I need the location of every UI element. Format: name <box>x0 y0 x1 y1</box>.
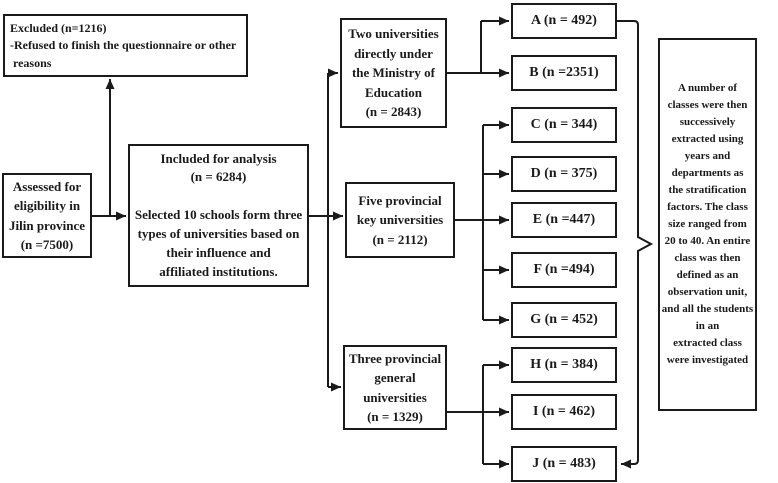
school-box-i: I (n = 462) <box>511 394 617 430</box>
school-label-i: I (n = 462) <box>532 404 596 419</box>
school-box-c: C (n = 344) <box>511 107 617 143</box>
fan-key-line <box>455 125 484 320</box>
class-extraction-note-box: A number of classes were then successive… <box>658 38 757 411</box>
excluded-box: Excluded (n=1216) -Refused to finish the… <box>3 14 248 77</box>
ministry-universities-text: Two universities directly under the Mini… <box>348 26 439 120</box>
fan-gen-line <box>447 365 484 464</box>
school-label-d: D (n = 375) <box>530 166 598 181</box>
school-box-g: G (n = 452) <box>511 302 617 338</box>
school-box-e: E (n =447) <box>511 202 617 238</box>
bracket-a-to-j <box>617 20 654 469</box>
school-box-a: A (n = 492) <box>511 3 617 39</box>
school-label-f: F (n =494) <box>533 262 595 277</box>
fan-moe-line <box>447 21 482 74</box>
class-extraction-note-text: A number of classes were then successive… <box>661 81 754 367</box>
general-universities-box: Three provincial general universities (n… <box>343 345 447 430</box>
assessed-text: Assessed for eligibility in Jilin provin… <box>9 178 85 253</box>
school-box-d: D (n = 375) <box>511 156 617 192</box>
school-label-h: H (n = 384) <box>530 357 598 372</box>
school-box-f: F (n =494) <box>511 252 617 288</box>
school-box-j: J (n = 483) <box>511 446 617 482</box>
school-label-e: E (n =447) <box>532 212 596 227</box>
ministry-universities-box: Two universities directly under the Mini… <box>340 18 447 128</box>
general-universities-text: Three provincial general universities (n… <box>348 350 442 425</box>
school-label-b: B (n =2351) <box>529 65 599 80</box>
included-text: Included for analysis (n = 6284) Selecte… <box>134 150 303 279</box>
school-label-g: G (n = 452) <box>530 312 598 327</box>
school-box-h: H (n = 384) <box>511 347 617 383</box>
included-box: Included for analysis (n = 6284) Selecte… <box>128 144 309 287</box>
school-label-j: J (n = 483) <box>532 456 596 471</box>
excluded-text: Excluded (n=1216) -Refused to finish the… <box>10 21 237 70</box>
assessed-box: Assessed for eligibility in Jilin provin… <box>2 173 92 258</box>
school-label-c: C (n = 344) <box>530 117 598 132</box>
school-label-a: A (n = 492) <box>531 13 597 28</box>
key-universities-box: Five provincial key universities (n = 21… <box>345 182 455 258</box>
key-universities-text: Five provincial key universities (n = 21… <box>356 192 444 247</box>
school-box-b: B (n =2351) <box>511 55 617 91</box>
